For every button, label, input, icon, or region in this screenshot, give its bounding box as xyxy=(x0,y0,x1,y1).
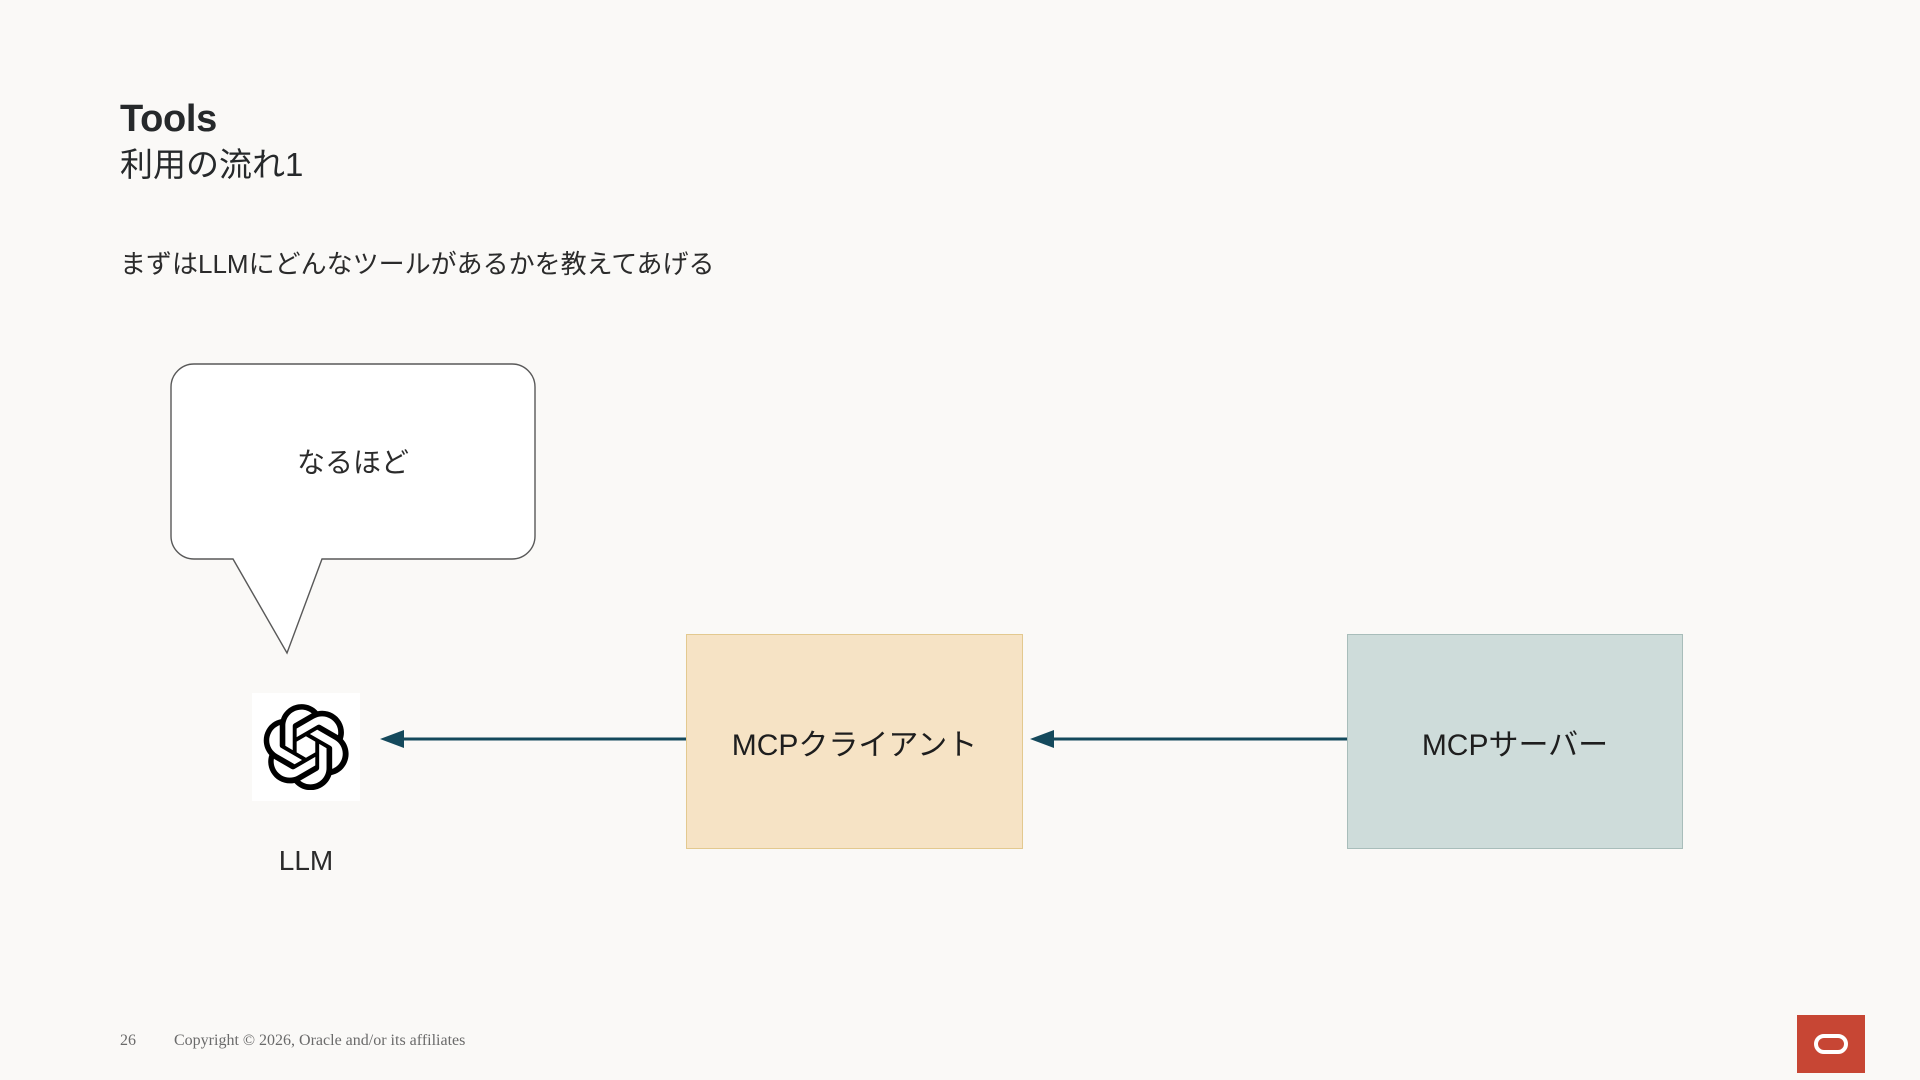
oracle-logo xyxy=(1797,1015,1865,1073)
arrow-server-to-client xyxy=(1030,730,1347,748)
openai-logo-glyph xyxy=(263,704,349,790)
page-title: Tools xyxy=(120,98,218,140)
speech-bubble: なるほど xyxy=(170,363,550,663)
page-number: 26 xyxy=(120,1032,136,1049)
speech-bubble-shape xyxy=(170,363,536,655)
body-text: まずはLLMにどんなツールがあるかを教えてあげる xyxy=(120,249,715,279)
mcp-client-label: MCPクライアント xyxy=(731,728,978,762)
llm-label: LLM xyxy=(278,845,334,876)
copyright-text: Copyright © 2026, Oracle and/or its affi… xyxy=(174,1032,466,1049)
mcp-server-label: MCPサーバー xyxy=(1421,728,1609,762)
oracle-oval-mark xyxy=(1814,1034,1848,1054)
mcp-server-box: MCPサーバー xyxy=(1347,634,1683,849)
mcp-client-box: MCPクライアント xyxy=(686,634,1023,849)
title-block: Tools 利用の流れ1 xyxy=(120,98,303,185)
arrow-client-to-llm xyxy=(380,730,686,748)
openai-logo-icon xyxy=(252,693,360,801)
page-subtitle: 利用の流れ1 xyxy=(120,145,304,183)
